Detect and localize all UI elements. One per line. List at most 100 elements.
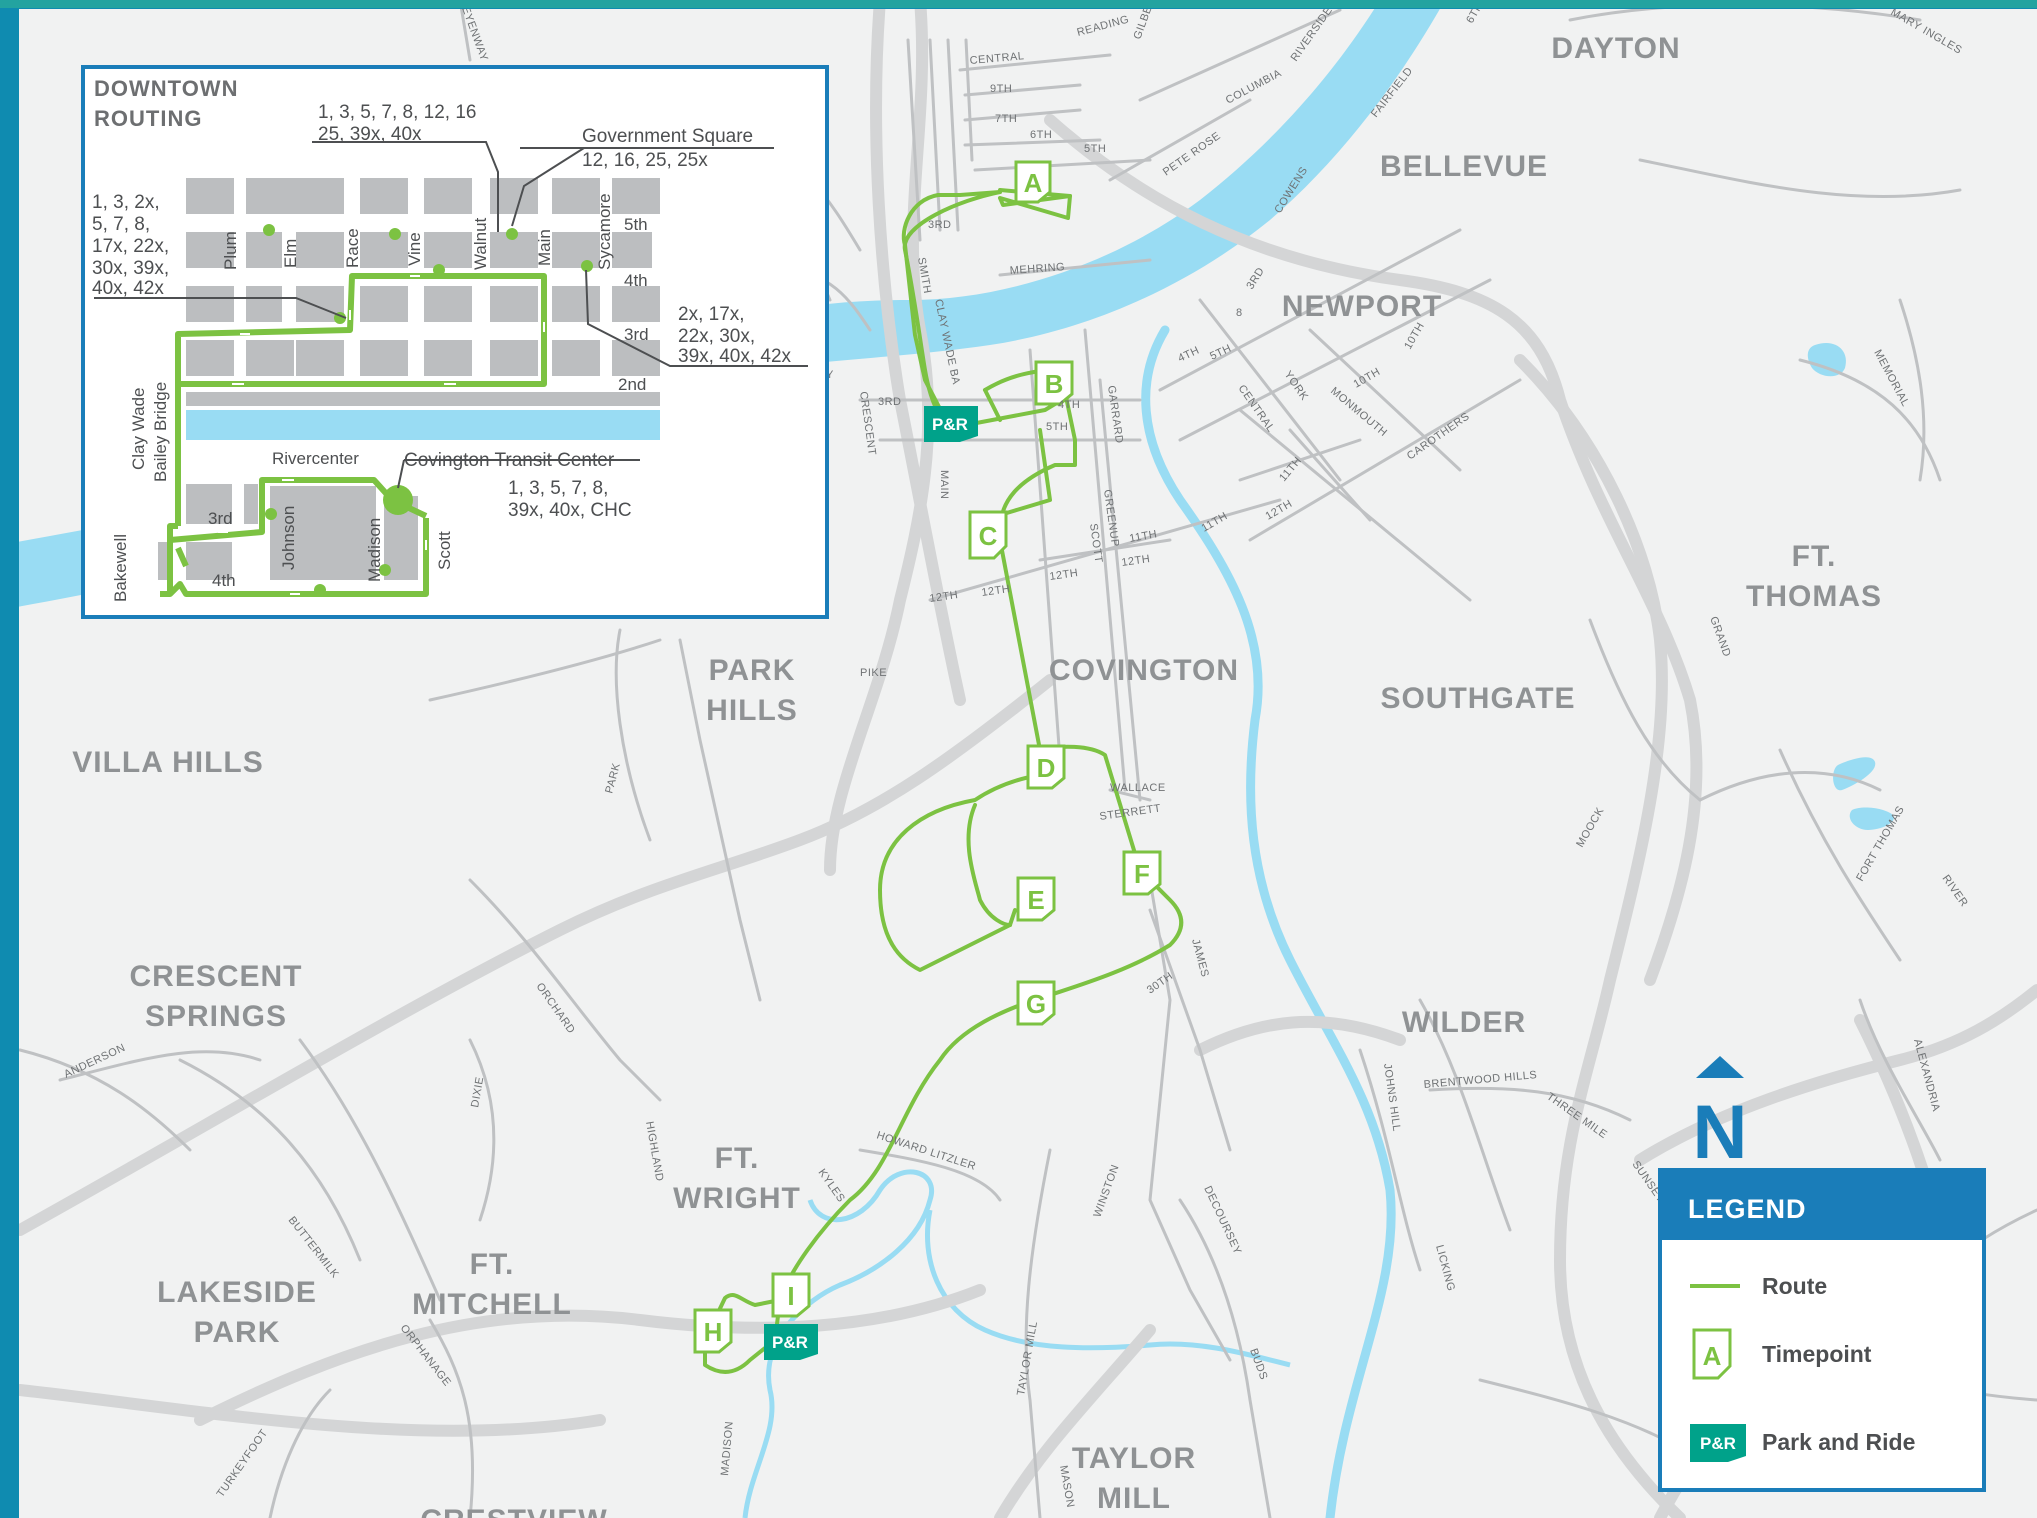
park-and-ride-2: P&R: [764, 1324, 818, 1360]
inset-bridge-label-1: Clay Wade: [129, 387, 148, 470]
town-wilder: WILDER: [1402, 1006, 1526, 1039]
inset-callouts: 1, 3, 5, 7, 8, 12, 16 25, 39x, 40x Gover…: [92, 102, 792, 521]
legend-timepoint-swatch: [1692, 1328, 1732, 1380]
street-mehring: MEHRING: [1009, 261, 1065, 277]
timepoint-f: F: [1122, 850, 1162, 896]
timepoint-a-label: A: [1024, 168, 1043, 198]
street-12th-d: 12TH: [1121, 553, 1151, 569]
timepoint-a: A: [1014, 160, 1052, 204]
town-ft-thomas: FT.THOMAS: [1746, 540, 1882, 613]
inset-street-plum: Plum: [221, 231, 240, 270]
town-crestview: CRESTVIEW: [420, 1504, 607, 1518]
street-scott: SCOTT: [1087, 523, 1104, 564]
street-8: 8: [1236, 307, 1243, 319]
north-label: N: [1693, 1090, 1748, 1175]
inset-ctc-routes-2: 39x, 40x, CHC: [508, 500, 632, 521]
timepoint-e-label: E: [1027, 885, 1044, 915]
legend: LEGEND Route A Timepoint P&R Park and Ri…: [1658, 1168, 1986, 1492]
legend-park-ride-symbol: P&R: [1700, 1434, 1736, 1453]
inset-elm-routes-1: 1, 3, 2x,: [92, 192, 160, 213]
lake-2: [1833, 757, 1876, 791]
timepoint-c: C: [968, 510, 1008, 560]
legend-timepoint-label: Timepoint: [1762, 1341, 1872, 1367]
town-villa-hills: VILLA HILLS: [72, 746, 264, 779]
street-11th-a: 11TH: [1128, 528, 1158, 545]
town-dayton: DAYTON: [1551, 32, 1680, 65]
park-and-ride-2-label: P&R: [772, 1333, 808, 1352]
street-12th-b: 12TH: [981, 583, 1011, 599]
timepoint-b-label: B: [1045, 369, 1064, 399]
timepoint-g-label: G: [1026, 989, 1046, 1019]
inset-street-3rd-cov: 3rd: [208, 509, 233, 528]
inset-walnut-routes-1: 1, 3, 5, 7, 8, 12, 16: [318, 102, 476, 123]
legend-route-label: Route: [1762, 1273, 1827, 1299]
street-6th: 6TH: [1030, 129, 1052, 141]
park-and-ride-1: P&R: [924, 406, 978, 442]
inset-street-5th: 5th: [624, 215, 648, 234]
north-arrow: N: [1693, 1056, 1748, 1175]
timepoint-c-label: C: [979, 521, 998, 551]
timepoints: A B C D E F G: [693, 160, 1162, 1354]
inset-street-johnson: Johnson: [279, 506, 298, 570]
legend-timepoint-symbol: A: [1703, 1341, 1722, 1371]
town-covington: COVINGTON: [1049, 654, 1239, 687]
street-main-cov: MAIN: [938, 470, 950, 500]
streets: [19, 9, 2037, 1518]
inset-street-scott: Scott: [435, 531, 454, 570]
legend-park-ride-label: Park and Ride: [1762, 1429, 1915, 1455]
timepoint-i-label: I: [787, 1281, 794, 1311]
street-7th: 7TH: [995, 113, 1017, 125]
street-edge-fragment: Y: [826, 369, 834, 381]
inset-street-walnut: Walnut: [471, 217, 490, 270]
park-and-ride-1-label: P&R: [932, 415, 968, 434]
timepoint-g: G: [1016, 980, 1056, 1026]
top-band: [0, 0, 2037, 8]
inset-title-1: DOWNTOWN: [94, 76, 238, 101]
town-southgate: SOUTHGATE: [1380, 682, 1575, 715]
inset-street-vine: Vine: [405, 232, 424, 266]
town-bellevue: BELLEVUE: [1380, 150, 1548, 183]
inset-stops: [263, 224, 593, 596]
inset-street-main: Main: [535, 229, 554, 266]
inset-gov-square-title: Government Square: [582, 126, 753, 147]
timepoint-i: I: [771, 1272, 811, 1318]
street-9th: 9TH: [990, 83, 1012, 95]
street-12th-a: 12TH: [929, 589, 959, 605]
inset-street-rivercenter: Rivercenter: [272, 449, 359, 468]
inset-street-madison: Madison: [365, 518, 384, 582]
inset-elm-routes-5: 40x, 42x: [92, 278, 164, 299]
street-central-n: CENTRAL: [969, 50, 1025, 67]
inset-street-2nd: 2nd: [618, 375, 646, 394]
street-3rd-cov: 3RD: [878, 396, 902, 408]
inset-street-3rd: 3rd: [624, 325, 649, 344]
timepoint-h-label: H: [704, 1317, 723, 1347]
street-5th-cov: 5TH: [1046, 421, 1068, 433]
town-newport: NEWPORT: [1282, 290, 1442, 323]
inset-street-labels: Plum Elm Race Vine Walnut Main Sycamore …: [111, 193, 649, 602]
street-wallace: WALLACE: [1110, 782, 1166, 794]
street-dixie: DIXIE: [469, 1076, 486, 1109]
inset-elm-routes-3: 17x, 22x,: [92, 236, 169, 257]
inset-street-4th: 4th: [624, 271, 648, 290]
street-madison: MADISON: [719, 1421, 736, 1477]
inset-street-elm: Elm: [281, 239, 300, 268]
inset-street-race: Race: [343, 228, 362, 268]
licking-river: [1141, 325, 1396, 1518]
timepoint-e: E: [1016, 876, 1056, 922]
inset-street-sycamore: Sycamore: [595, 193, 614, 270]
bus-route: [703, 188, 1184, 1374]
inset-river: [186, 410, 660, 440]
inset-arrows: [218, 275, 545, 595]
inset-sycamore-routes-3: 39x, 40x, 42x: [678, 346, 792, 367]
inset-street-4th-cov: 4th: [212, 571, 236, 590]
street-pike: PIKE: [860, 667, 887, 679]
inset-gov-square-routes: 12, 16, 25, 25x: [582, 150, 708, 171]
inset-bridge-label-2: Bailey Bridge: [151, 382, 170, 482]
town-ft-wright: FT.WRIGHT: [673, 1142, 801, 1215]
